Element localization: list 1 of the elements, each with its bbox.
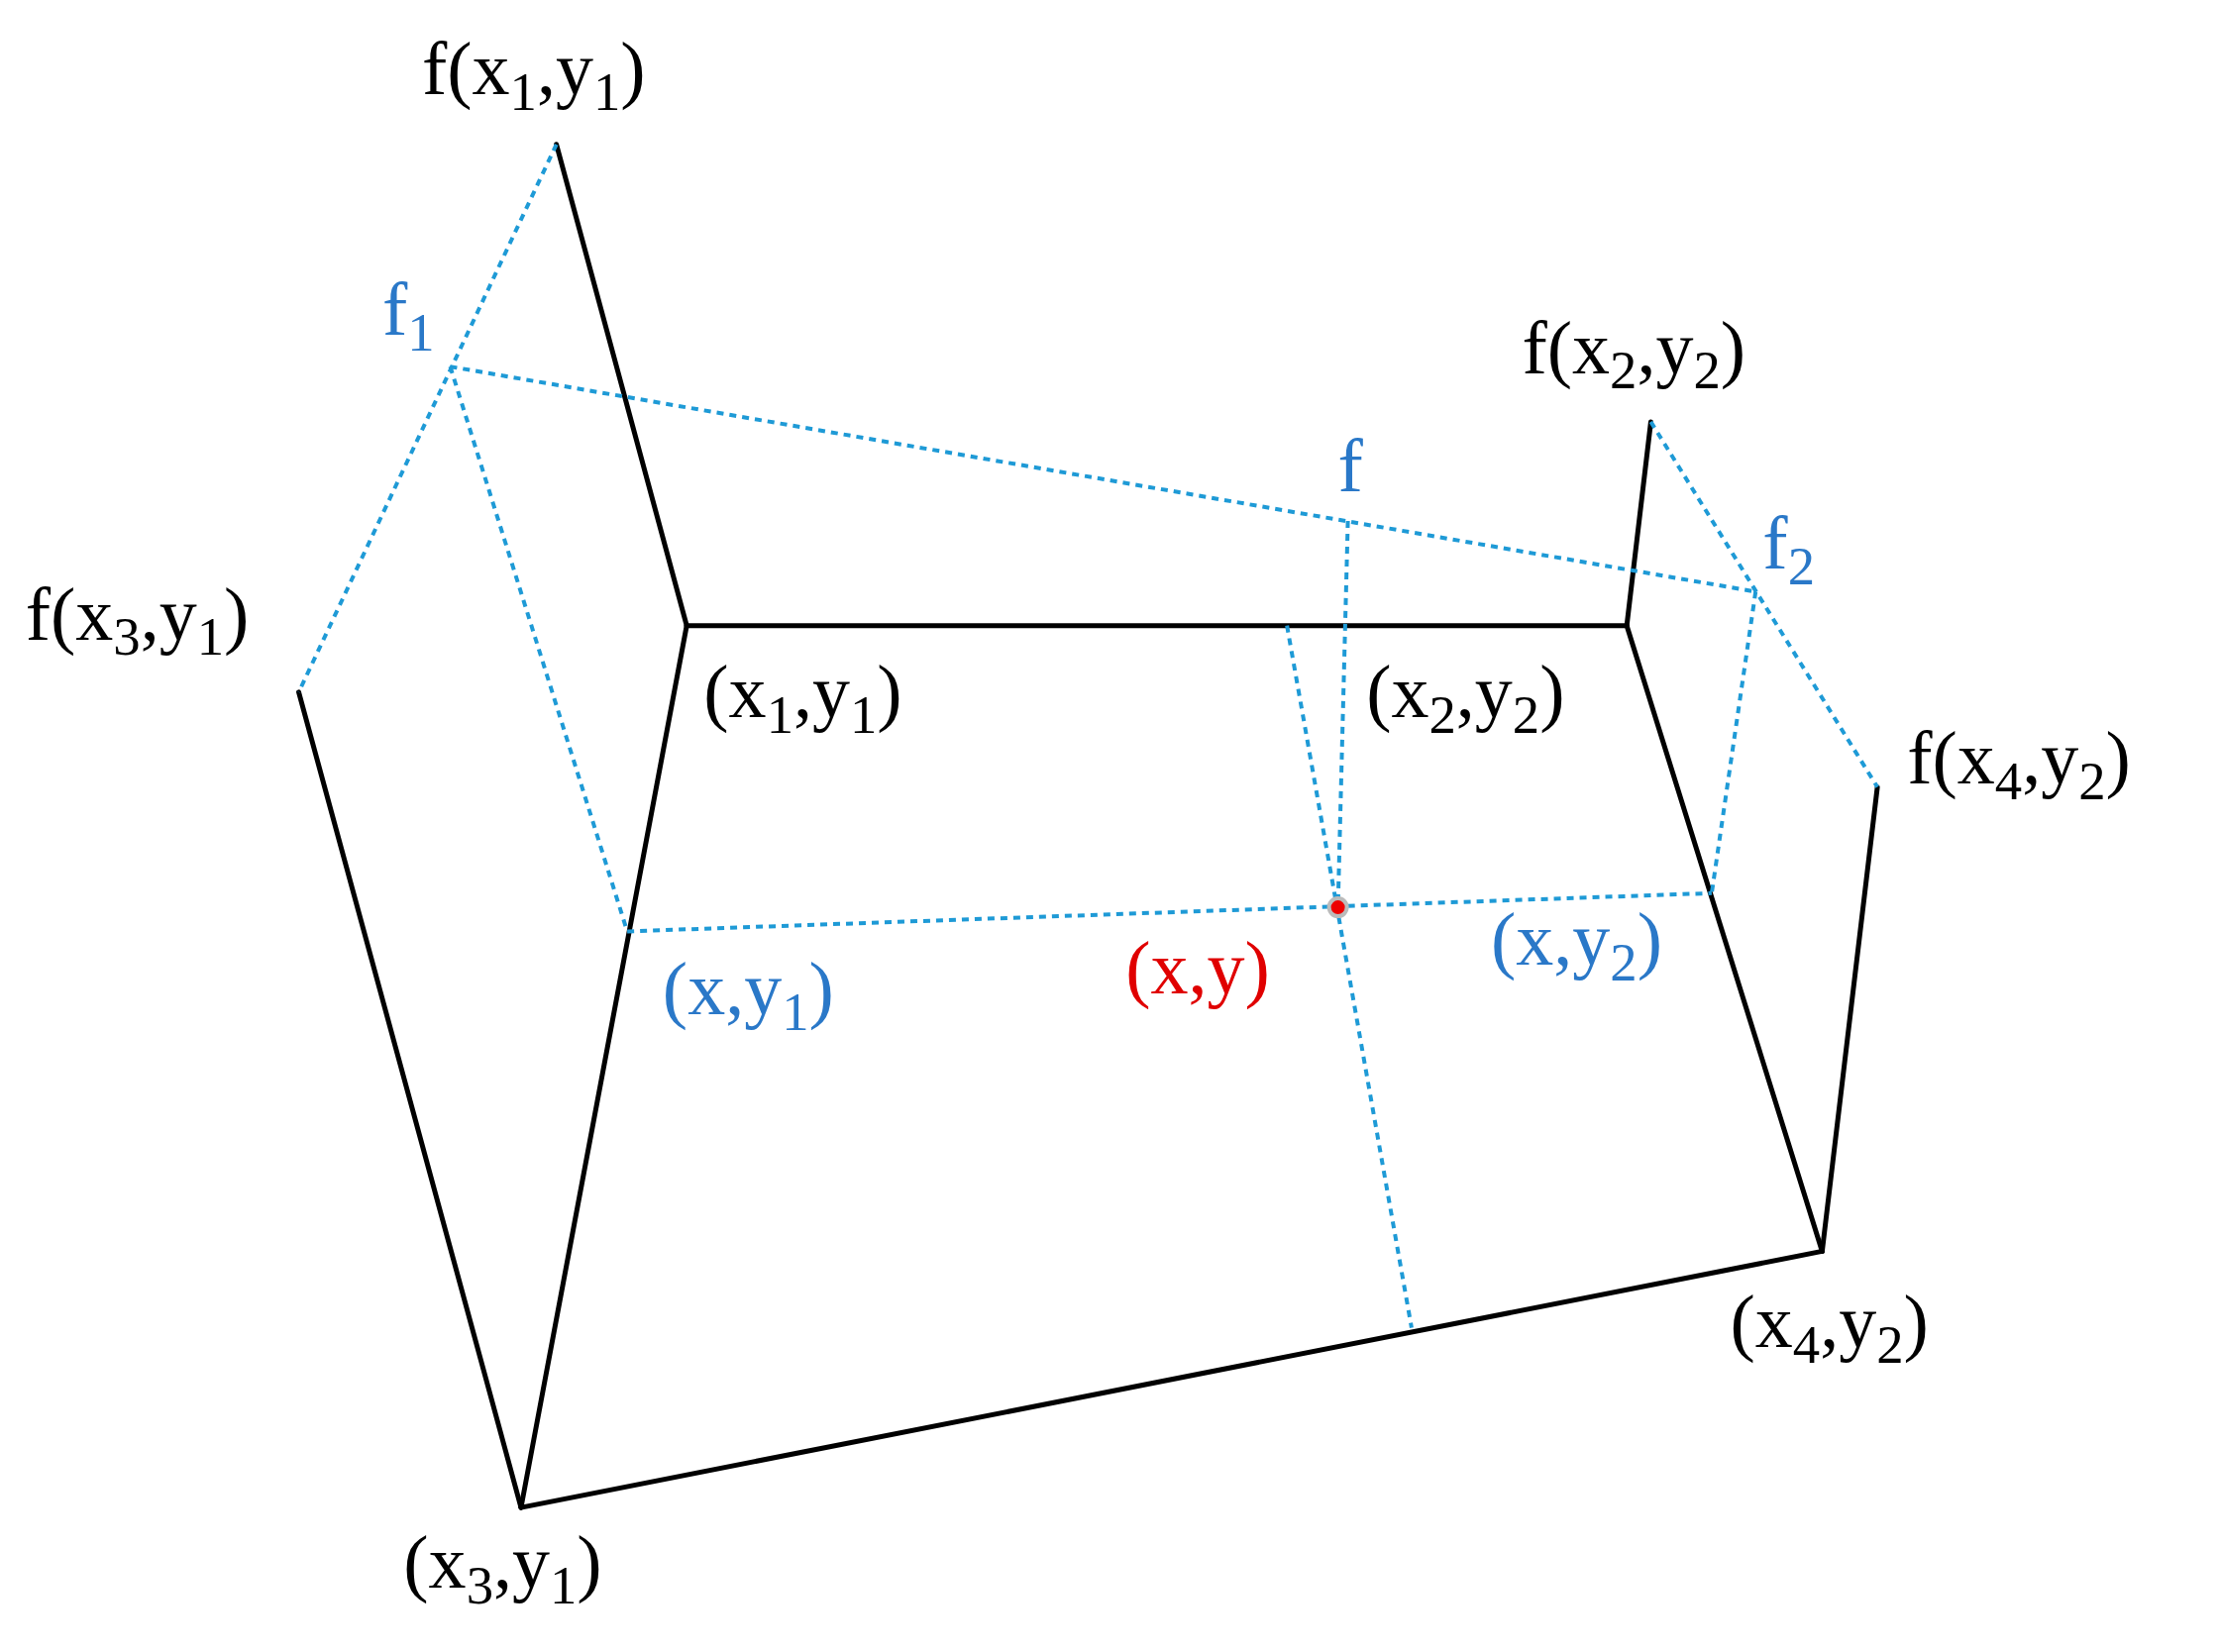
interpolated-value-label: f: [1337, 427, 1363, 503]
